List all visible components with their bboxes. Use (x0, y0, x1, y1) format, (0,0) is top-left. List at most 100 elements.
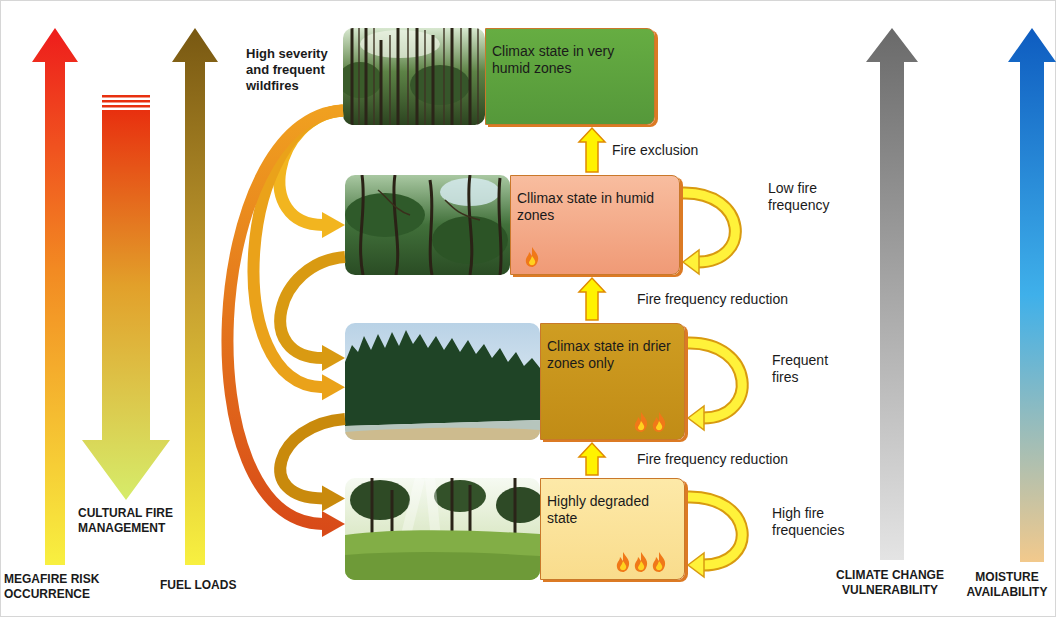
fire-loop (687, 343, 742, 418)
cultural-arrow (102, 100, 150, 103)
flame-outer (635, 552, 647, 572)
state-label: Climax state in very humid zones (486, 43, 654, 77)
state-box: Cllimax state in humid zones (345, 175, 680, 275)
fire-icon (635, 412, 647, 432)
fire-icons (523, 246, 541, 268)
edge-label: Fire frequency reduction (637, 451, 788, 468)
forest-photo (345, 552, 540, 580)
state-panel: Cllimax state in humid zones (510, 175, 680, 275)
up-arrow (579, 128, 605, 172)
axis-label: MOISTURE AVAILABILITY (962, 570, 1052, 600)
fire-loop (688, 406, 704, 430)
forest-photo (345, 193, 425, 237)
forest-photo (496, 487, 540, 523)
flame-inner (638, 421, 644, 430)
edge-label: Fire exclusion (612, 142, 698, 159)
arrow-head (322, 511, 345, 537)
fire-loop (687, 497, 742, 565)
forest-photo (345, 323, 540, 440)
fire-loop (683, 250, 699, 274)
state-panel: Climax state in very humid zones (485, 28, 655, 125)
edge-label: Fire frequency reduction (637, 291, 788, 308)
axis-label: Low fire frequency (768, 180, 846, 214)
forest-photo (378, 190, 480, 220)
fire-icon (653, 412, 665, 432)
axis-label: High fire frequencies (772, 505, 854, 539)
cultural-arrow (82, 95, 170, 500)
flame-inner (638, 561, 644, 570)
fire-loop (682, 193, 735, 262)
arrow-head (322, 374, 345, 400)
wildfire-arrow (280, 257, 345, 358)
forest-photo (345, 530, 540, 580)
forest-photo (360, 30, 440, 58)
forest-photo (345, 330, 540, 426)
cultural-arrow (102, 105, 150, 108)
up-arrow (579, 443, 605, 475)
forest-photo (350, 480, 410, 520)
fire-loop (687, 497, 742, 565)
forest-photo (345, 428, 540, 440)
transition-arrow (579, 128, 605, 172)
flame-inner (656, 561, 662, 570)
state-box: Climax state in drier zones only (345, 323, 685, 440)
flame-outer (653, 552, 665, 572)
transition-arrow (579, 278, 605, 320)
flame-outer (526, 247, 538, 267)
axis-label: High severity and frequent wildfires (246, 46, 338, 94)
flame-inner (620, 561, 626, 570)
megafire-arrow (32, 28, 78, 565)
cultural-arrow (102, 95, 150, 98)
arrow-head (322, 212, 345, 238)
climate-arrow (866, 28, 918, 560)
flame-inner (529, 256, 535, 265)
state-label: Highly degraded state (541, 493, 684, 527)
fuel-arrow (172, 28, 218, 565)
state-panel: Climax state in drier zones only (540, 323, 685, 440)
arrow-head (322, 345, 345, 371)
axis-label: CULTURAL FIRE MANAGEMENT (78, 506, 178, 536)
forest-photo (361, 175, 502, 275)
flame-outer (653, 412, 665, 432)
axis-label: MEGAFIRE RISK OCCURRENCE (4, 572, 119, 602)
transition-arrow (227, 110, 345, 536)
state-label: Cllimax state in humid zones (511, 190, 679, 224)
state-panel: Highly degraded state (540, 478, 685, 580)
up-arrow (579, 278, 605, 320)
axis-label: Frequent fires (772, 352, 844, 386)
cultural-arrow (82, 110, 170, 500)
fire-icon (526, 247, 538, 267)
axis-label: CLIMATE CHANGE VULNERABILITY (815, 568, 965, 598)
flame-outer (617, 552, 629, 572)
forest-photo (345, 323, 540, 440)
forest-photo (343, 62, 382, 98)
fire-icon (635, 552, 647, 572)
fire-icon (653, 552, 665, 572)
forest-photo (345, 478, 540, 580)
forest-photo (345, 175, 510, 275)
transition-arrow (254, 110, 345, 400)
fire-loop (687, 343, 742, 418)
moisture-arrow (1008, 28, 1056, 562)
forest-photo (359, 28, 478, 125)
flame-inner (656, 421, 662, 430)
forest-photo (343, 28, 485, 125)
state-box: Climax state in very humid zones (343, 28, 655, 125)
fire-loop (688, 553, 704, 577)
fire-icon (617, 552, 629, 572)
state-label: Climax state in drier zones only (541, 338, 684, 372)
transition-arrow (579, 443, 605, 475)
wildfire-arrow (280, 419, 345, 498)
flame-outer (635, 412, 647, 432)
forest-photo (345, 175, 510, 275)
fire-icons (632, 411, 668, 433)
forest-photo (434, 480, 486, 512)
arrow-head (322, 485, 345, 511)
fire-loop (682, 193, 742, 577)
forest-photo (352, 28, 470, 125)
axis-label: FUEL LOADS (160, 578, 245, 593)
fire-loop (682, 193, 735, 262)
transition-arrow (280, 419, 345, 511)
fire-icons (614, 551, 668, 573)
